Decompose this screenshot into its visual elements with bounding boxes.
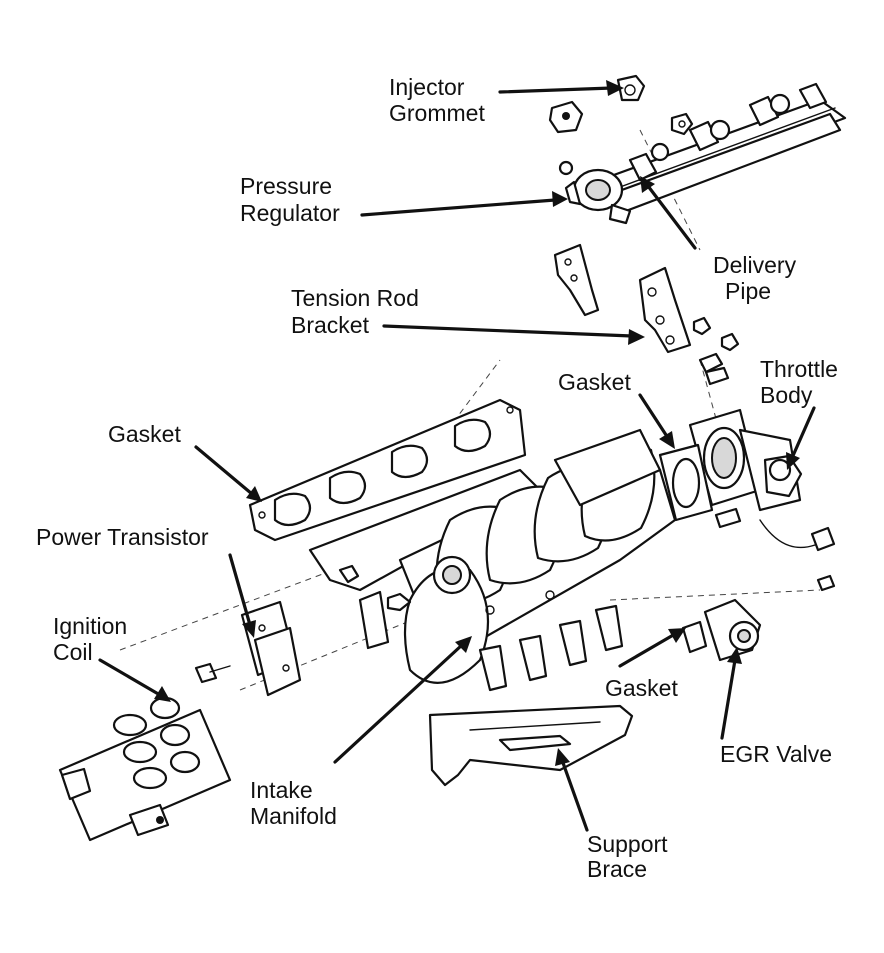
power-transistor-part — [240, 600, 302, 697]
label-tension-rod-bracket-line1: Tension Rod — [291, 285, 419, 311]
label-delivery-pipe-line2: Pipe — [725, 278, 771, 304]
gasket-left-part — [248, 398, 527, 542]
label-gasket-left: Gasket — [108, 421, 181, 447]
label-egr-valve: EGR Valve — [720, 741, 832, 767]
leader-lines — [98, 80, 816, 832]
injector-grommet-part — [548, 74, 694, 136]
ignition-coil-part — [58, 696, 232, 842]
label-injector-grommet-line1: Injector — [389, 74, 465, 100]
tension-rod-bracket-part — [553, 243, 740, 386]
delivery-pipe-part — [558, 82, 847, 216]
label-tension-rod-bracket-line2: Bracket — [291, 312, 370, 338]
pressure-regulator-part — [564, 168, 632, 225]
label-support-brace-line1: Support — [587, 831, 668, 857]
label-ignition-coil-line1: Ignition — [53, 613, 127, 639]
label-gasket-throttle: Gasket — [558, 369, 631, 395]
label-support-brace-line2: Brace — [587, 856, 647, 882]
label-intake-manifold-line1: Intake — [250, 777, 313, 803]
label-pressure-regulator-line2: Regulator — [240, 200, 340, 226]
support-brace-part — [428, 704, 634, 787]
label-delivery-pipe-line1: Delivery — [713, 252, 797, 278]
label-ignition-coil-line2: Coil — [53, 639, 93, 665]
label-intake-manifold-line2: Manifold — [250, 803, 337, 829]
label-pressure-regulator-line1: Pressure — [240, 173, 332, 199]
diagram-labels: Injector Grommet Pressure Regulator Deli… — [36, 74, 838, 882]
intake-manifold-part — [308, 428, 677, 692]
throttle-body-part — [688, 408, 836, 552]
label-power-transistor: Power Transistor — [36, 524, 209, 550]
egr-valve-part — [681, 574, 836, 662]
label-throttle-body-line1: Throttle — [760, 356, 838, 382]
label-injector-grommet-line2: Grommet — [389, 100, 485, 126]
coil-bolt-part — [194, 662, 231, 684]
label-throttle-body-line2: Body — [760, 382, 813, 408]
gasket-throttle-part — [658, 443, 714, 522]
label-gasket-egr: Gasket — [605, 675, 678, 701]
